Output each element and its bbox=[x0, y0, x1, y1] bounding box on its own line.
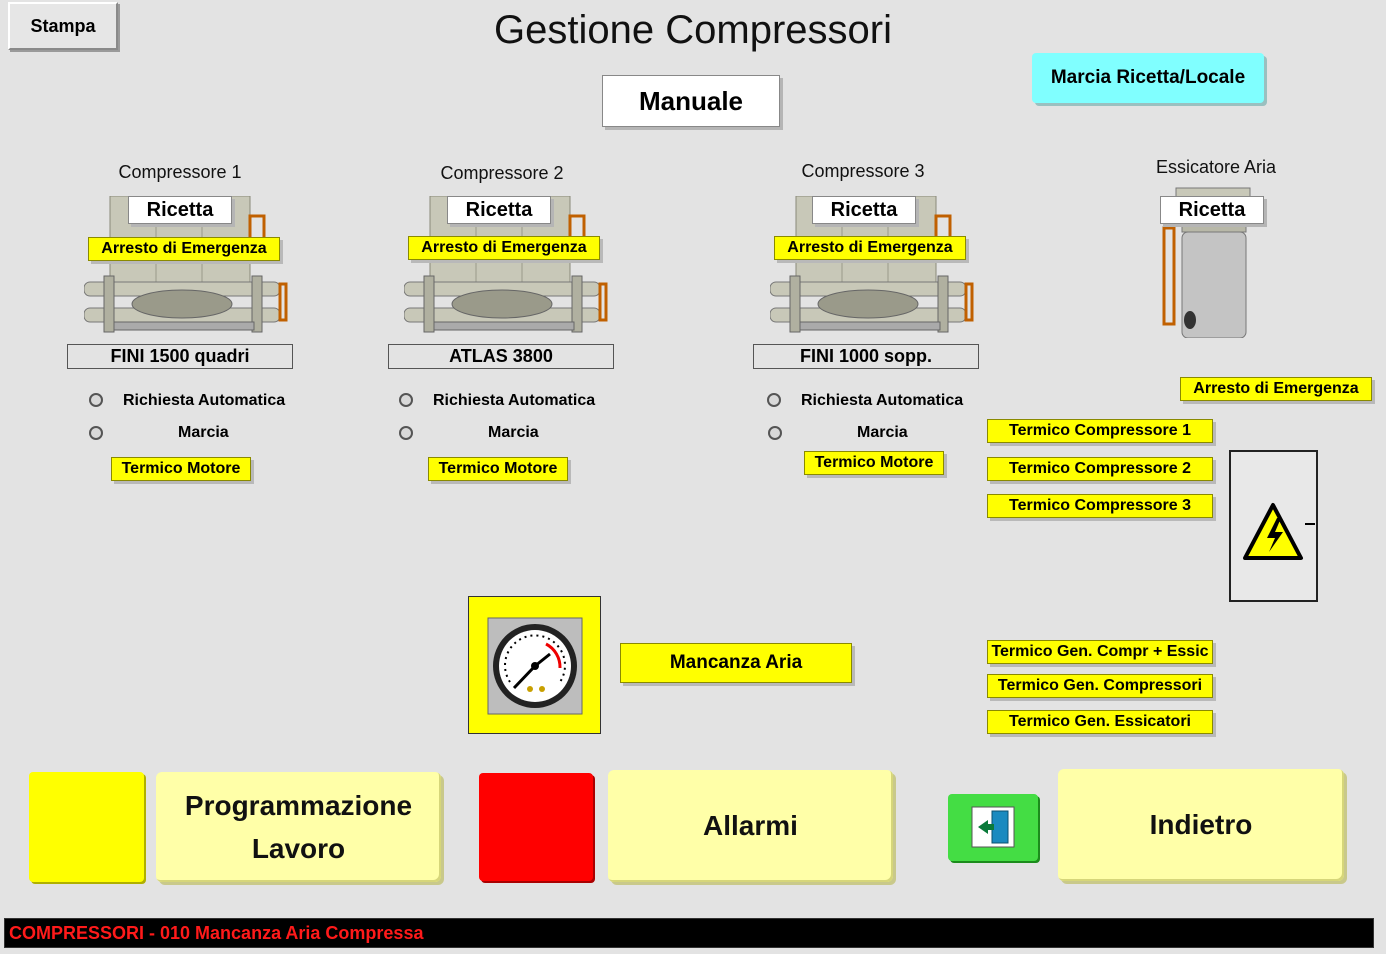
status-message: COMPRESSORI - 010 Mancanza Aria Compress… bbox=[9, 923, 424, 943]
compressor-2-model: ATLAS 3800 bbox=[388, 344, 614, 369]
thermal-compressor-2: Termico Compressore 2 bbox=[987, 457, 1213, 481]
compressor-2-title: Compressore 2 bbox=[440, 163, 564, 183]
dryer-recipe[interactable]: Ricetta bbox=[1160, 196, 1264, 224]
compressor-3-title: Compressore 3 bbox=[801, 161, 925, 181]
mode-indicator[interactable]: Manuale bbox=[602, 75, 780, 127]
page-title: Gestione Compressori bbox=[494, 8, 892, 52]
compressor-2-recipe[interactable]: Ricetta bbox=[447, 196, 551, 224]
compressor-2-run-led bbox=[399, 426, 413, 440]
compressor-3-auto-led bbox=[767, 393, 781, 407]
thermal-general-compr-essic: Termico Gen. Compr + Essic bbox=[987, 640, 1213, 664]
compressor-1-thermal: Termico Motore bbox=[111, 457, 251, 481]
exit-button[interactable] bbox=[948, 794, 1038, 861]
high-voltage-icon bbox=[1243, 503, 1315, 560]
status-red-indicator bbox=[479, 773, 593, 881]
exit-door-icon bbox=[971, 806, 1015, 848]
compressor-2-auto-led bbox=[399, 393, 413, 407]
compressor-3-model: FINI 1000 sopp. bbox=[753, 344, 979, 369]
compressor-1-run-label: Marcia bbox=[178, 424, 229, 441]
thermal-general-compressors: Termico Gen. Compressori bbox=[987, 674, 1213, 698]
pressure-gauge-panel[interactable] bbox=[468, 596, 601, 734]
compressor-1-auto-label: Richiesta Automatica bbox=[123, 392, 286, 409]
dryer-emergency: Arresto di Emergenza bbox=[1180, 377, 1372, 401]
compressor-2-emergency: Arresto di Emergenza bbox=[408, 236, 600, 260]
thermal-compressor-1: Termico Compressore 1 bbox=[987, 419, 1213, 443]
compressor-3-emergency: Arresto di Emergenza bbox=[774, 236, 966, 260]
compressor-3-run-led bbox=[768, 426, 782, 440]
work-programming-line2: Lavoro bbox=[251, 833, 346, 864]
thermal-compressor-3: Termico Compressore 3 bbox=[987, 494, 1213, 518]
status-bar: COMPRESSORI - 010 Mancanza Aria Compress… bbox=[4, 918, 1374, 948]
work-programming-line1: Programmazione bbox=[184, 790, 413, 821]
compressor-1-auto-led bbox=[89, 393, 103, 407]
work-programming-button[interactable]: Programmazione Lavoro bbox=[156, 772, 441, 882]
compressor-2-thermal: Termico Motore bbox=[428, 457, 568, 481]
status-yellow-indicator bbox=[29, 772, 144, 882]
compressor-1-recipe[interactable]: Ricetta bbox=[128, 196, 232, 224]
compressor-3-thermal: Termico Motore bbox=[804, 451, 944, 475]
back-button[interactable]: Indietro bbox=[1058, 769, 1344, 881]
print-button[interactable]: Stampa bbox=[8, 2, 118, 50]
compressor-3-recipe[interactable]: Ricetta bbox=[812, 196, 916, 224]
compressor-3-run-label: Marcia bbox=[857, 424, 908, 441]
compressor-1-run-led bbox=[89, 426, 103, 440]
compressor-2-auto-label: Richiesta Automatica bbox=[433, 392, 596, 409]
thermal-general-dryers: Termico Gen. Essicatori bbox=[987, 710, 1213, 734]
pressure-gauge-icon bbox=[487, 617, 583, 715]
compressor-1-title: Compressore 1 bbox=[118, 162, 242, 182]
electrical-panel[interactable] bbox=[1229, 450, 1318, 602]
dryer-title: Essicatore Aria bbox=[1155, 157, 1277, 177]
compressor-2-run-label: Marcia bbox=[488, 424, 539, 441]
air-missing-indicator: Mancanza Aria bbox=[620, 643, 852, 683]
alarms-button[interactable]: Allarmi bbox=[608, 770, 893, 882]
compressor-1-emergency: Arresto di Emergenza bbox=[88, 237, 280, 261]
compressor-1-model: FINI 1500 quadri bbox=[67, 344, 293, 369]
compressor-3-auto-label: Richiesta Automatica bbox=[801, 392, 964, 409]
recipe-local-button[interactable]: Marcia Ricetta/Locale bbox=[1032, 53, 1264, 103]
